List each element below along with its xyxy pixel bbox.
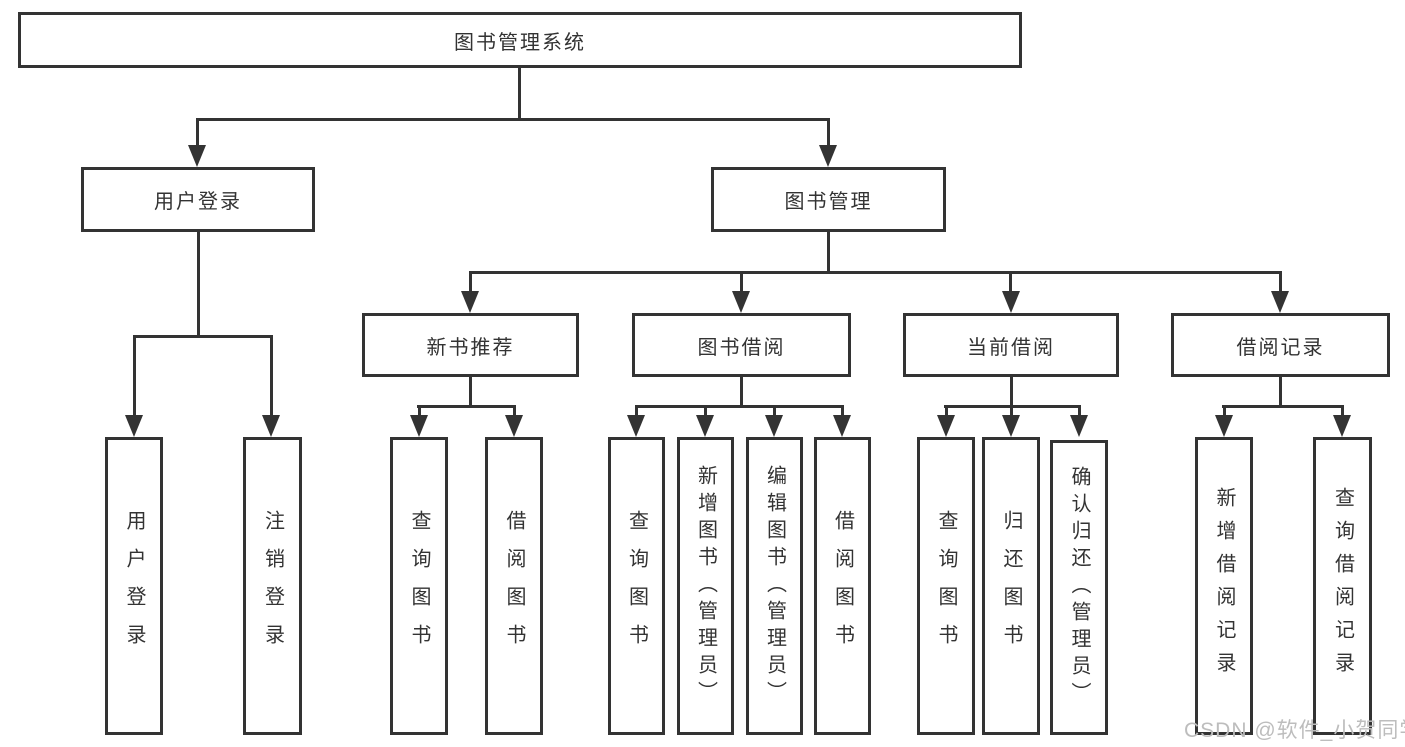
- connector-mgmt-trunk: [827, 232, 830, 273]
- node-library-system: 图书管理系统: [18, 12, 1022, 68]
- leaf-query-books-2: 查询图书: [608, 437, 665, 735]
- connector-mgmt-branch: [469, 271, 1282, 274]
- arrow-down-icon: [125, 415, 143, 437]
- connector-shaft: [827, 118, 830, 147]
- connector-shaft: [418, 405, 421, 417]
- leaf-query-books-3-label: 查询图书: [935, 510, 957, 662]
- leaf-add-borrow-record-label: 新增借阅记录: [1213, 487, 1235, 685]
- connector-login-branch: [133, 335, 273, 338]
- arrow-down-icon: [937, 415, 955, 437]
- leaf-query-books-1-label: 查询图书: [408, 510, 430, 662]
- connector-shaft: [1009, 271, 1012, 293]
- arrow-down-icon: [262, 415, 280, 437]
- connector-groupB-trunk: [740, 377, 743, 407]
- connector-groupA-trunk: [469, 377, 472, 407]
- node-borrowing-records: 借阅记录: [1171, 313, 1390, 377]
- arrow-down-icon: [732, 291, 750, 313]
- node-book-borrowing: 图书借阅: [632, 313, 851, 377]
- connector-shaft: [469, 271, 472, 293]
- arrow-down-icon: [765, 415, 783, 437]
- connector-shaft: [196, 118, 199, 147]
- arrow-down-icon: [627, 415, 645, 437]
- connector-groupB-branch: [635, 405, 844, 408]
- arrow-down-icon: [819, 145, 837, 167]
- arrow-down-icon: [188, 145, 206, 167]
- leaf-edit-book-admin: 编辑图书（管理员）: [746, 437, 803, 735]
- arrow-down-icon: [1002, 415, 1020, 437]
- leaf-add-book-admin-label: 新增图书（管理员）: [694, 464, 717, 708]
- leaf-borrow-books-1: 借阅图书: [485, 437, 543, 735]
- connector-shaft: [841, 405, 844, 417]
- leaf-borrow-books-2-label: 借阅图书: [831, 510, 854, 662]
- connector-shaft: [1341, 405, 1344, 417]
- watermark: CSDN @软件_小贺同学: [1184, 719, 1405, 742]
- arrow-down-icon: [696, 415, 714, 437]
- leaf-query-borrow-record: 查询借阅记录: [1313, 437, 1372, 735]
- arrow-down-icon: [1002, 291, 1020, 313]
- node-library-system-label: 图书管理系统: [454, 31, 586, 54]
- leaf-confirm-return-admin: 确认归还（管理员）: [1050, 440, 1108, 735]
- leaf-confirm-return-admin-label: 确认归还（管理员）: [1068, 466, 1090, 709]
- leaf-user-login: 用户登录: [105, 437, 163, 735]
- leaf-query-borrow-record-label: 查询借阅记录: [1331, 487, 1354, 685]
- node-book-management-label: 图书管理: [784, 191, 873, 213]
- arrow-down-icon: [505, 415, 523, 437]
- connector-shaft: [1223, 405, 1226, 417]
- connector-shaft: [635, 405, 638, 417]
- leaf-return-books: 归还图书: [982, 437, 1040, 735]
- connector-shaft: [773, 405, 776, 417]
- connector-shaft: [133, 335, 136, 417]
- node-book-management: 图书管理: [711, 167, 946, 232]
- connector-shaft: [1279, 271, 1282, 293]
- connector-groupD-branch: [1222, 405, 1344, 408]
- arrow-down-icon: [833, 415, 851, 437]
- connector-root-trunk: [518, 66, 521, 120]
- connector-shaft: [740, 271, 743, 293]
- arrow-down-icon: [1333, 415, 1351, 437]
- node-new-book-recommend-label: 新书推荐: [426, 336, 515, 359]
- leaf-return-books-label: 归还图书: [1000, 510, 1022, 662]
- leaf-logout: 注销登录: [243, 437, 302, 735]
- connector-shaft: [513, 405, 516, 417]
- arrow-down-icon: [1070, 415, 1088, 437]
- leaf-borrow-books-1-label: 借阅图书: [503, 510, 525, 662]
- connector-shaft: [1010, 405, 1013, 417]
- node-borrowing-records-label: 借阅记录: [1236, 336, 1325, 359]
- connector-groupD-trunk: [1279, 377, 1282, 407]
- connector-shaft: [1078, 405, 1081, 417]
- leaf-edit-book-admin-label: 编辑图书（管理员）: [763, 464, 786, 708]
- leaf-query-books-2-label: 查询图书: [625, 510, 648, 662]
- arrow-down-icon: [1215, 415, 1233, 437]
- connector-groupA-branch: [417, 405, 516, 408]
- node-current-borrowing: 当前借阅: [903, 313, 1119, 377]
- arrow-down-icon: [410, 415, 428, 437]
- node-user-login-label: 用户登录: [154, 191, 242, 213]
- leaf-user-login-label: 用户登录: [123, 510, 145, 662]
- arrow-down-icon: [1271, 291, 1289, 313]
- arrow-down-icon: [461, 291, 479, 313]
- connector-shaft: [945, 405, 948, 417]
- connector-root-branch: [197, 118, 830, 121]
- node-new-book-recommend: 新书推荐: [362, 313, 579, 377]
- connector-shaft: [270, 335, 273, 417]
- leaf-query-books-3: 查询图书: [917, 437, 975, 735]
- connector-login-trunk: [197, 232, 200, 337]
- leaf-query-books-1: 查询图书: [390, 437, 448, 735]
- connector-groupC-trunk: [1010, 377, 1013, 407]
- node-book-borrowing-label: 图书借阅: [697, 336, 786, 359]
- leaf-logout-label: 注销登录: [261, 510, 284, 662]
- node-user-login: 用户登录: [81, 167, 315, 232]
- leaf-add-borrow-record: 新增借阅记录: [1195, 437, 1253, 735]
- leaf-borrow-books-2: 借阅图书: [814, 437, 871, 735]
- node-current-borrowing-label: 当前借阅: [967, 336, 1055, 359]
- leaf-add-book-admin: 新增图书（管理员）: [677, 437, 734, 735]
- connector-shaft: [704, 405, 707, 417]
